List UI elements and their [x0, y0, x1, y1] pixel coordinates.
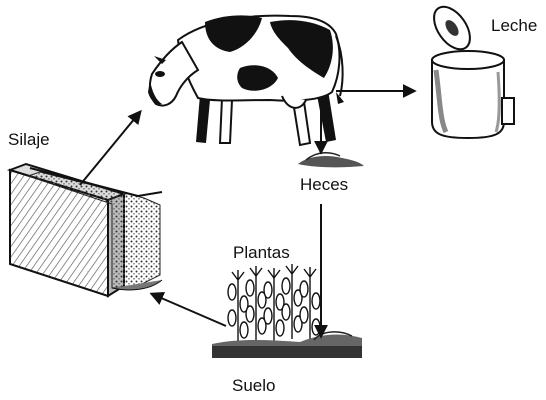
label-suelo: Suelo	[232, 376, 275, 396]
arrow-silaje-to-cow	[80, 112, 140, 185]
arrow-plantas-to-silaje	[152, 294, 226, 326]
manure-icon	[298, 153, 364, 168]
corn-plants-icon	[228, 264, 320, 345]
soil-icon	[212, 332, 362, 358]
label-heces: Heces	[300, 175, 348, 195]
label-plantas: Plantas	[233, 243, 290, 263]
label-silaje: Silaje	[8, 130, 50, 150]
label-leche: Leche	[491, 16, 537, 36]
silo-icon	[10, 164, 162, 296]
cow-icon	[148, 15, 344, 145]
